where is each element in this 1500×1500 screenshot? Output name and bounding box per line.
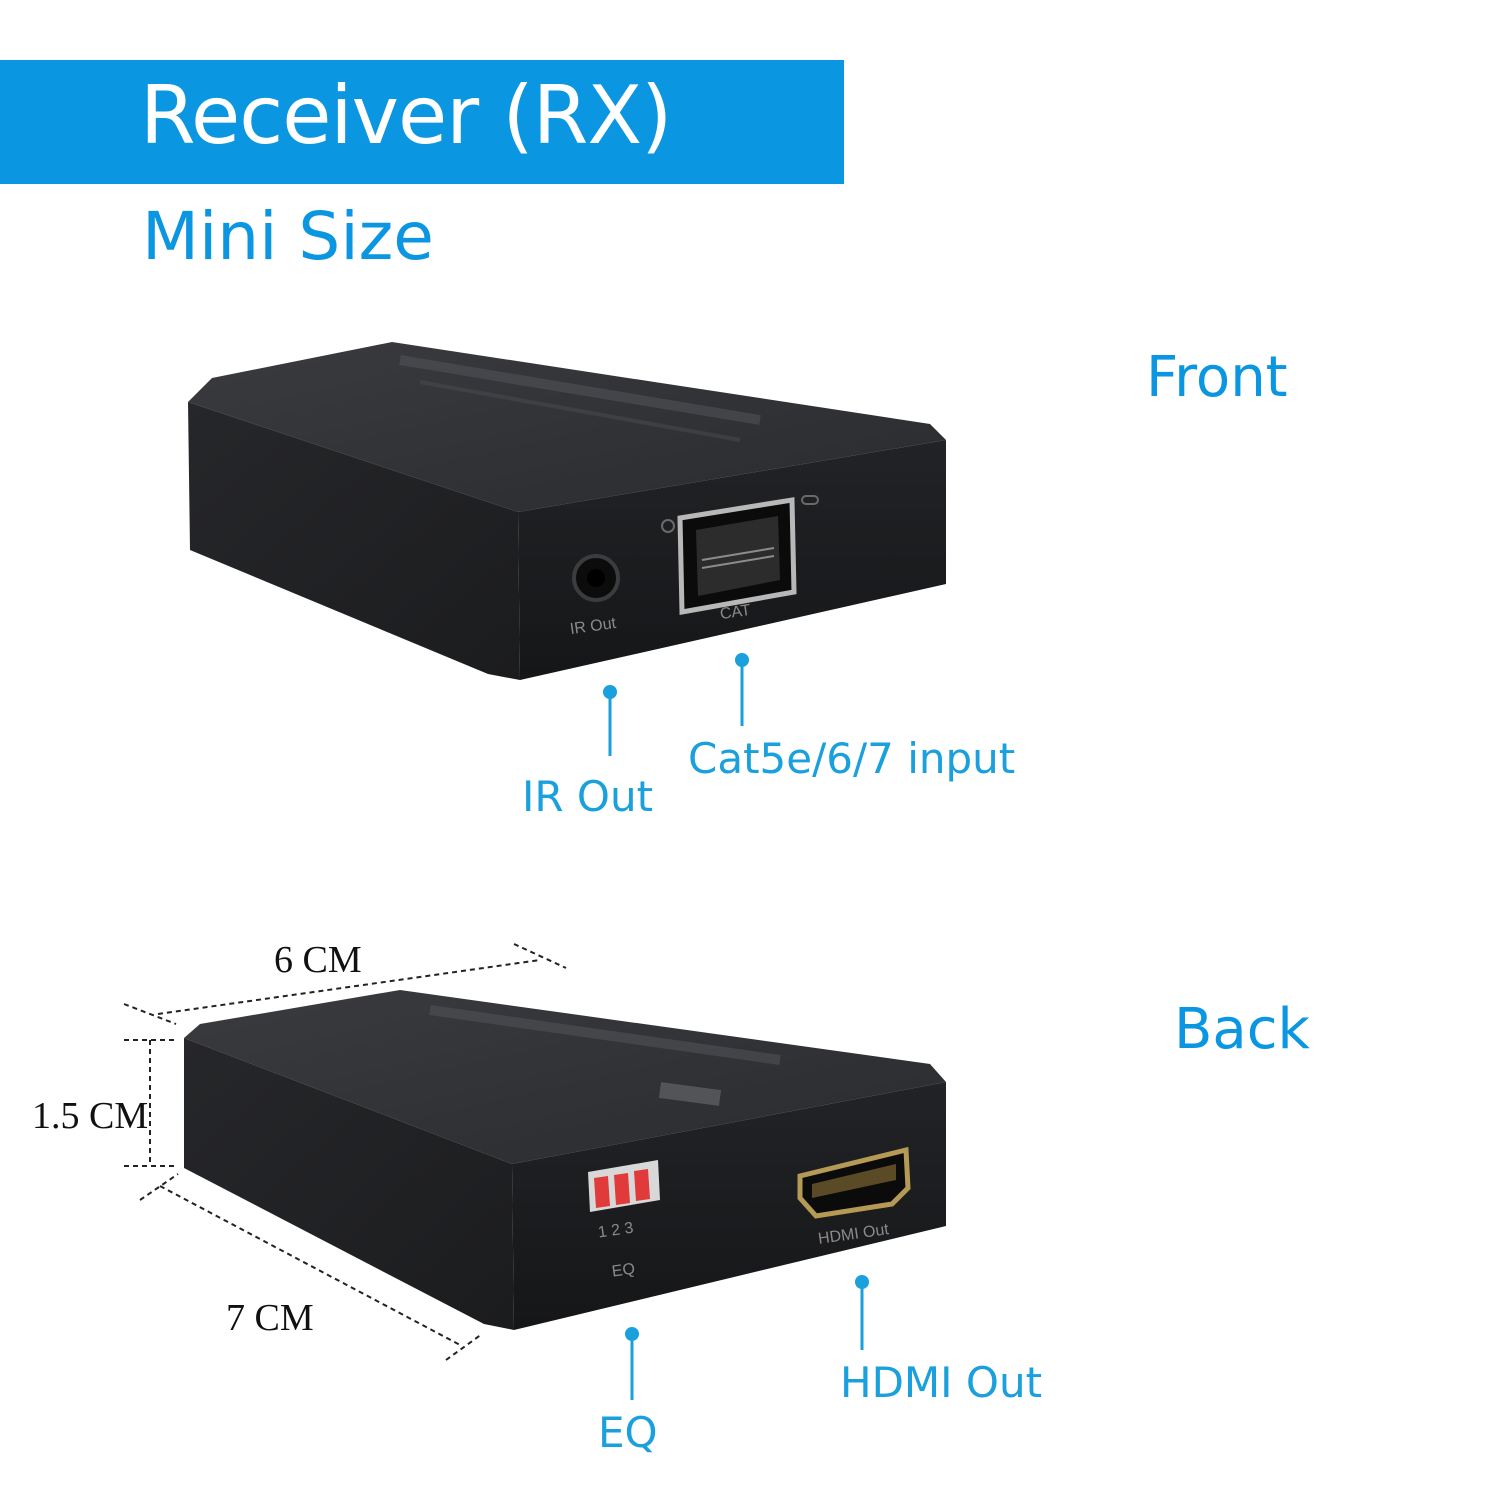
back-device-top bbox=[184, 990, 946, 1164]
depth-dimension-label: 7 CM bbox=[226, 1297, 314, 1339]
eq-callout: EQ bbox=[598, 1408, 658, 1457]
link-led-icon bbox=[801, 495, 819, 505]
width-dimension-line bbox=[157, 959, 541, 1015]
back-device bbox=[184, 990, 946, 1330]
cat-input-callout: Cat5e/6/7 input bbox=[688, 734, 1016, 783]
dimension-lines bbox=[123, 943, 567, 1361]
ir-out-callout: IR Out bbox=[522, 772, 654, 821]
width-dimension-label: 6 CM bbox=[274, 939, 362, 981]
back-device-left-side bbox=[184, 1038, 514, 1330]
eq-port-print: EQ bbox=[610, 1260, 637, 1281]
front-device bbox=[188, 342, 946, 680]
header-banner bbox=[0, 60, 844, 184]
back-view-label: Back bbox=[1174, 997, 1310, 1062]
power-led-icon bbox=[661, 519, 675, 533]
back-callouts bbox=[625, 1275, 869, 1400]
back-device-face bbox=[512, 1082, 946, 1330]
depth-dimension-line bbox=[159, 1185, 463, 1347]
front-device-left-side bbox=[188, 402, 520, 680]
height-dimension-label: 1.5 CM bbox=[32, 1095, 149, 1137]
front-callouts bbox=[603, 653, 749, 756]
front-device-top bbox=[188, 342, 946, 512]
page-title: Receiver (RX) bbox=[140, 69, 672, 162]
front-view-label: Front bbox=[1146, 345, 1288, 410]
hdmi-out-callout: HDMI Out bbox=[840, 1358, 1043, 1407]
page-subtitle: Mini Size bbox=[142, 198, 434, 275]
